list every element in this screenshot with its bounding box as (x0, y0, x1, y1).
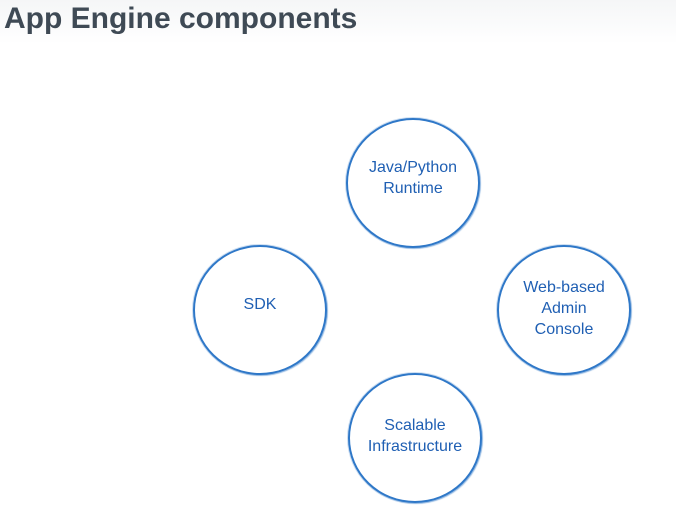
admin-console-circle: Web-based Admin Console (497, 245, 631, 375)
sdk-label: SDK (243, 295, 277, 313)
infrastructure-label: Scalable Infrastructure (367, 417, 463, 455)
infrastructure-circle: Scalable Infrastructure (348, 373, 482, 503)
slide-title: App Engine components (4, 2, 358, 35)
sdk-circle: SDK (193, 245, 327, 375)
runtime-circle: Java/Python Runtime (346, 118, 480, 248)
header-band (0, 0, 676, 44)
admin-console-label: Web-based Admin Console (523, 278, 605, 338)
runtime-label: Java/Python Runtime (368, 159, 458, 197)
